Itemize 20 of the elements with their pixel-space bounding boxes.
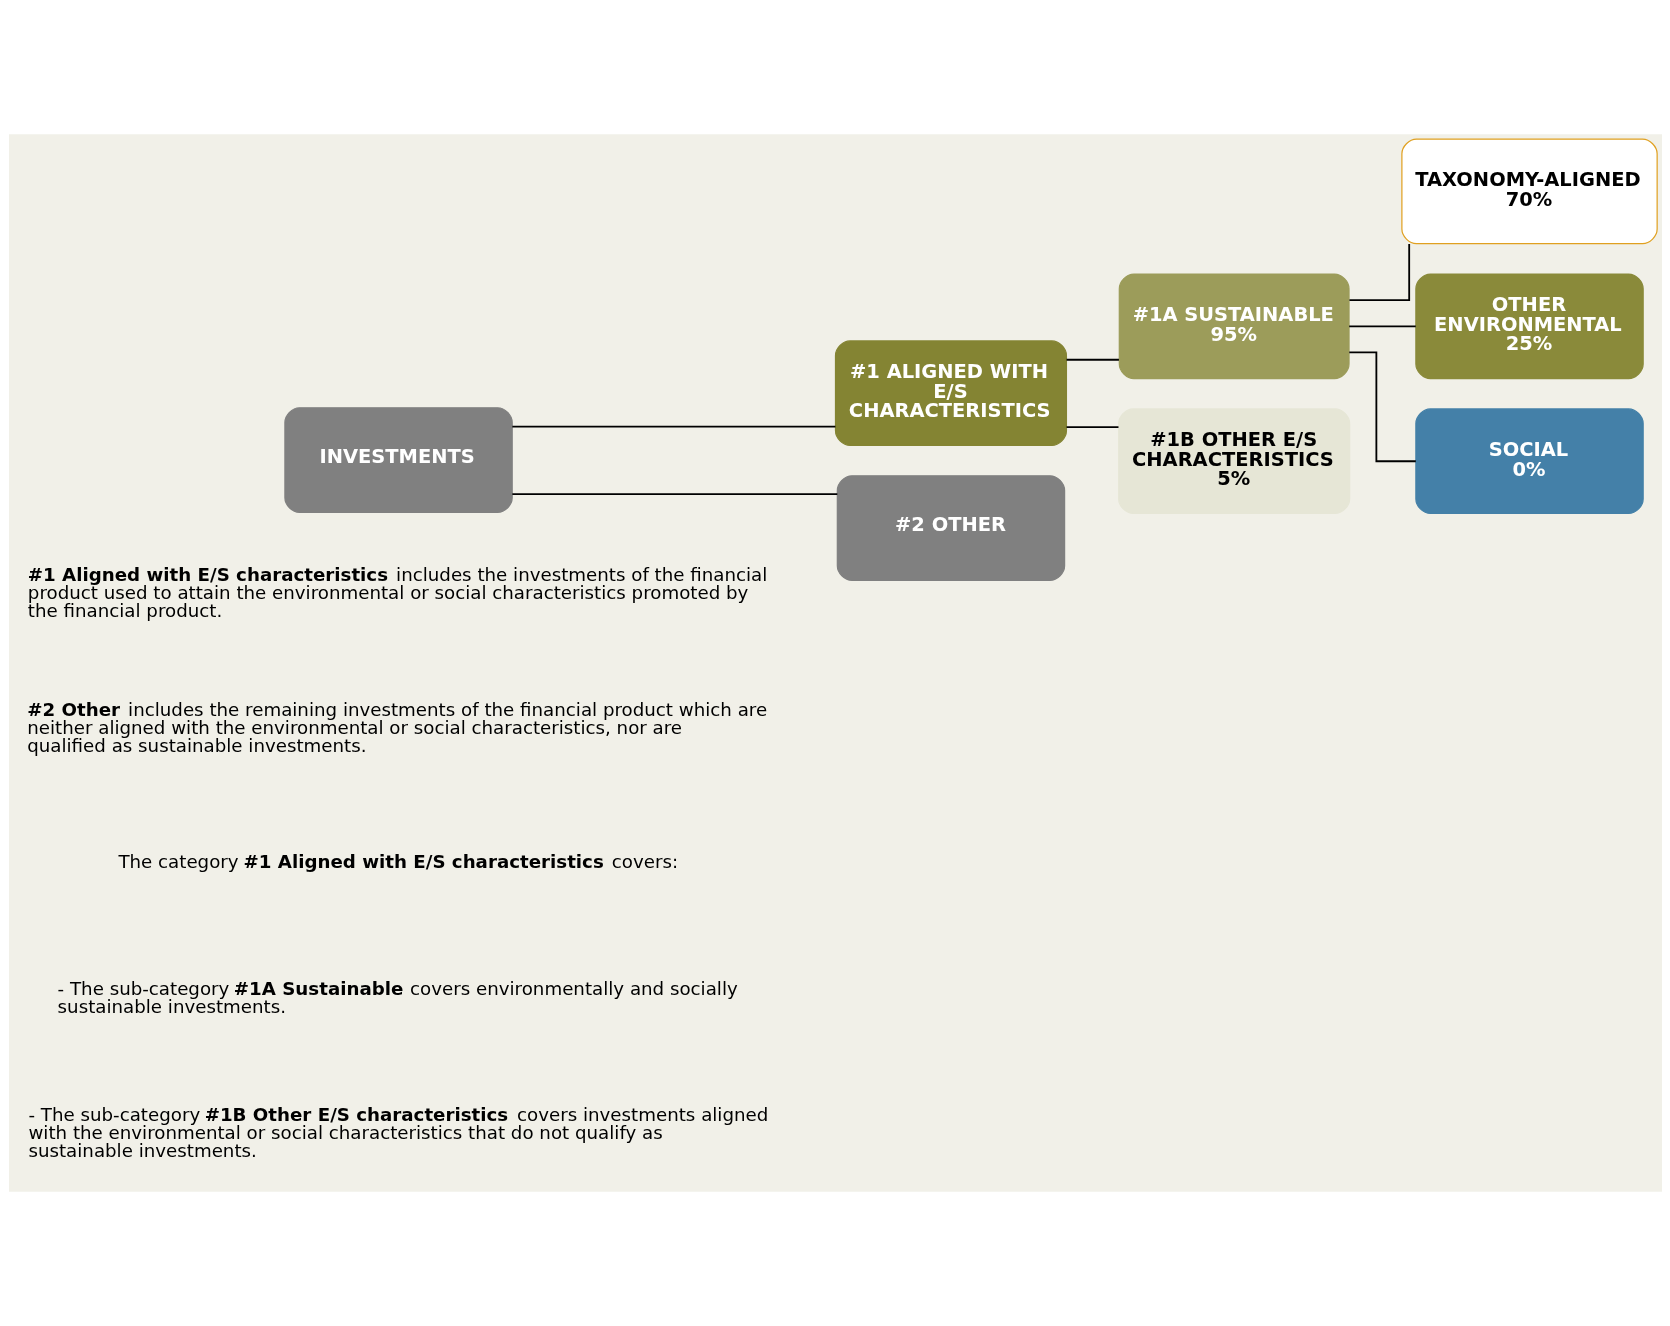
connector — [510, 493, 838, 495]
label: - The sub-category #1A Sustainable covers environmentally and socially sustainable investments. — [57, 977, 738, 1018]
node-box: #2 OTHER — [836, 475, 1065, 581]
label: - The sub-category #1B Other E/S characteristics covers investments aligned with the environmental or social characteristics that do not qualify as sustainable investments. — [27, 1103, 768, 1162]
node-box: #1 ALIGNED WITH E/S CHARACTERISTICS — [834, 340, 1067, 447]
node-box: TAXONOMY-ALIGNED 70% — [1400, 138, 1658, 245]
node-box: OTHER ENVIRONMENTAL 25% — [1414, 273, 1644, 380]
node-box: #1A SUSTAINABLE 95% — [1118, 273, 1350, 380]
label: #1 Aligned with E/S characteristics includes the investments of the financial product used to attain the environmental or social characteristics promoted by the financial product. — [27, 563, 767, 622]
connector — [1348, 243, 1410, 302]
label: #2 Other includes the remaining investments of the financial product which are neither aligned with the environmental or social characteristics, nor are qualified as sustainable investments. — [26, 698, 767, 757]
label: The category #1 Aligned with E/S characteristics covers: — [117, 850, 678, 872]
connector — [1065, 358, 1120, 361]
connector — [1347, 351, 1417, 463]
node-box: INVESTMENTS — [283, 407, 513, 513]
node-box: #1B OTHER E/S CHARACTERISTICS 5% — [1117, 408, 1350, 515]
connector — [1065, 426, 1119, 429]
connector — [510, 425, 836, 428]
node-box: SOCIAL 0% — [1414, 408, 1644, 515]
connector — [1347, 325, 1417, 328]
